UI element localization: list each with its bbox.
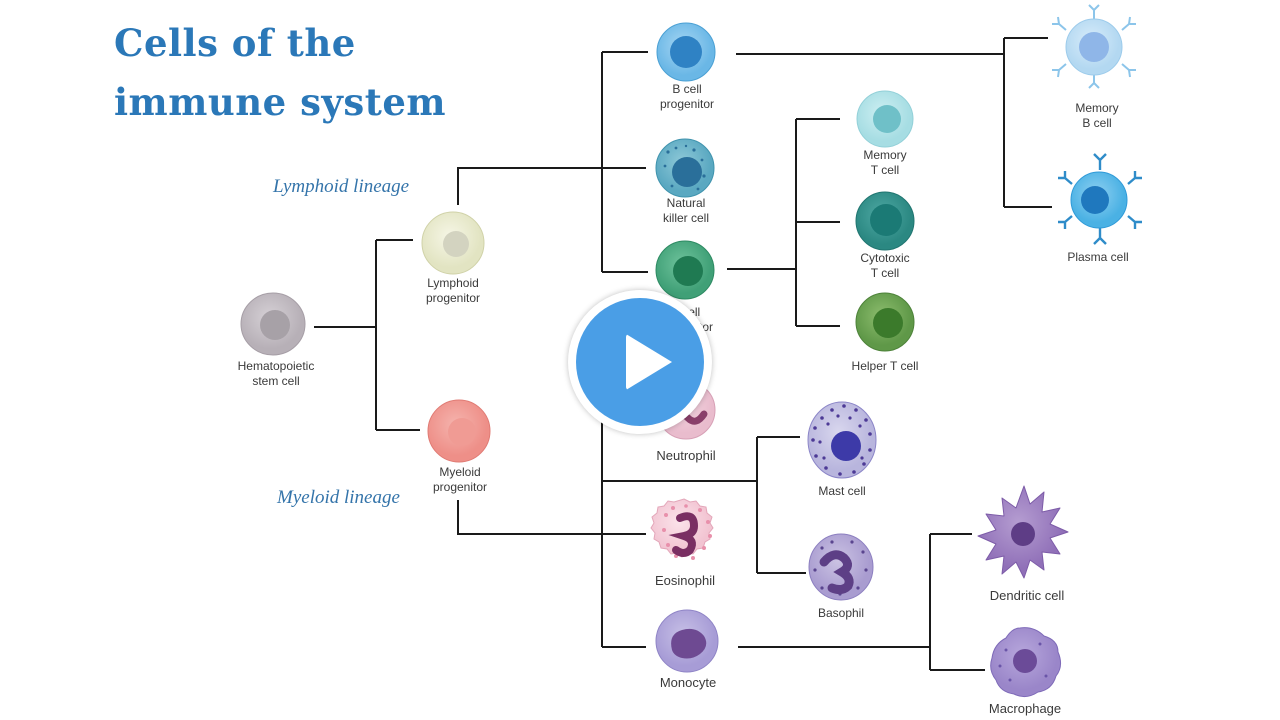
dendritic-cell-label: Dendritic cell [989, 588, 1065, 603]
lymphoid-lineage-label: Lymphoid lineage [273, 176, 410, 197]
mast-cell-label: Mast cell [818, 484, 866, 498]
dendritic-cell-icon [977, 485, 1069, 579]
memory-t-cell-label: Memory T cell [863, 148, 907, 177]
lymphoid-progenitor-icon [421, 211, 485, 275]
helper-t-cell-icon [855, 292, 915, 352]
basophil-label: Basophil [817, 606, 865, 620]
myeloid-lineage-label: Myeloid lineage [277, 487, 400, 508]
neutrophil-label: Neutrophil [656, 448, 716, 463]
page-title: Cells of the immune system [114, 14, 446, 132]
basophil-icon [808, 533, 874, 601]
play-button[interactable] [568, 290, 712, 434]
natural-killer-cell-label: Natural killer cell [662, 196, 710, 225]
play-icon [626, 334, 672, 390]
mast-cell-icon [807, 401, 877, 479]
plasma-cell-label: Plasma cell [1067, 250, 1129, 264]
eosinophil-label: Eosinophil [655, 573, 715, 588]
memory-b-cell-label: Memory B cell [1075, 101, 1119, 130]
b-cell-progenitor-icon [656, 22, 716, 82]
monocyte-icon [655, 609, 719, 673]
plasma-cell-icon [1058, 153, 1142, 245]
lymphoid-progenitor-label: Lymphoid progenitor [425, 276, 481, 305]
macrophage-label: Macrophage [988, 701, 1062, 716]
macrophage-icon [990, 627, 1062, 698]
monocyte-label: Monocyte [659, 675, 717, 690]
cytotoxic-t-cell-icon [855, 191, 915, 251]
t-cell-progenitor-icon [655, 240, 715, 300]
myeloid-progenitor-label: Myeloid progenitor [432, 465, 488, 494]
stem-cell-label: Hematopoietic stem cell [237, 359, 315, 388]
memory-t-cell-icon [856, 90, 914, 148]
b-cell-progenitor-label: B cell progenitor [659, 82, 715, 111]
memory-b-cell-icon [1052, 4, 1136, 89]
title-line-2: immune system [114, 80, 447, 124]
natural-killer-cell-icon [655, 138, 715, 198]
cytotoxic-t-cell-label: Cytotoxic T cell [860, 251, 910, 280]
play-button-circle[interactable] [576, 298, 704, 426]
title-line-1: Cells of the [114, 21, 356, 65]
connector-lines [314, 37, 1052, 671]
stem-cell-icon [240, 292, 306, 356]
myeloid-progenitor-icon [427, 399, 491, 463]
helper-t-cell-label: Helper T cell [851, 359, 919, 373]
eosinophil-icon [650, 498, 714, 560]
